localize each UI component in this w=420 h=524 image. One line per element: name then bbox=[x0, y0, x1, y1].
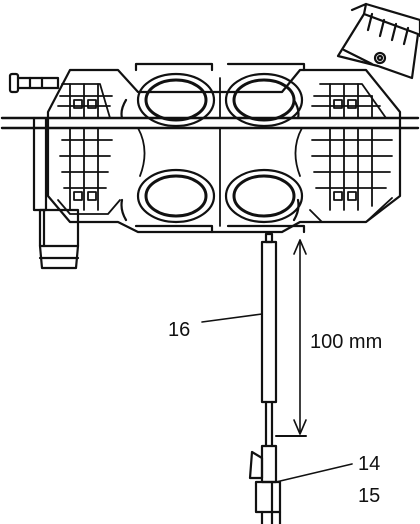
leader-14 bbox=[275, 463, 353, 483]
filler-cap bbox=[336, 2, 420, 80]
label-part-15: 15 bbox=[358, 485, 380, 507]
upper-port-right bbox=[224, 72, 304, 128]
probe-rod bbox=[260, 232, 278, 448]
left-ribbed-section bbox=[57, 83, 121, 215]
lower-port-right bbox=[224, 168, 304, 224]
sensor-clip bbox=[248, 444, 282, 524]
label-dimension: 100 mm bbox=[310, 331, 382, 353]
lower-port-left bbox=[136, 168, 216, 224]
right-ribbed-section bbox=[309, 83, 393, 223]
leader-16 bbox=[201, 313, 263, 323]
label-part-16: 16 bbox=[168, 319, 190, 341]
left-hose-fitting bbox=[8, 72, 60, 94]
manifold-housing bbox=[0, 62, 420, 270]
left-mounting-bracket bbox=[32, 116, 80, 270]
housing-outline bbox=[46, 68, 402, 234]
dimension-indicator bbox=[275, 239, 307, 437]
upper-port-left bbox=[136, 72, 216, 128]
label-part-14: 14 bbox=[358, 453, 380, 475]
